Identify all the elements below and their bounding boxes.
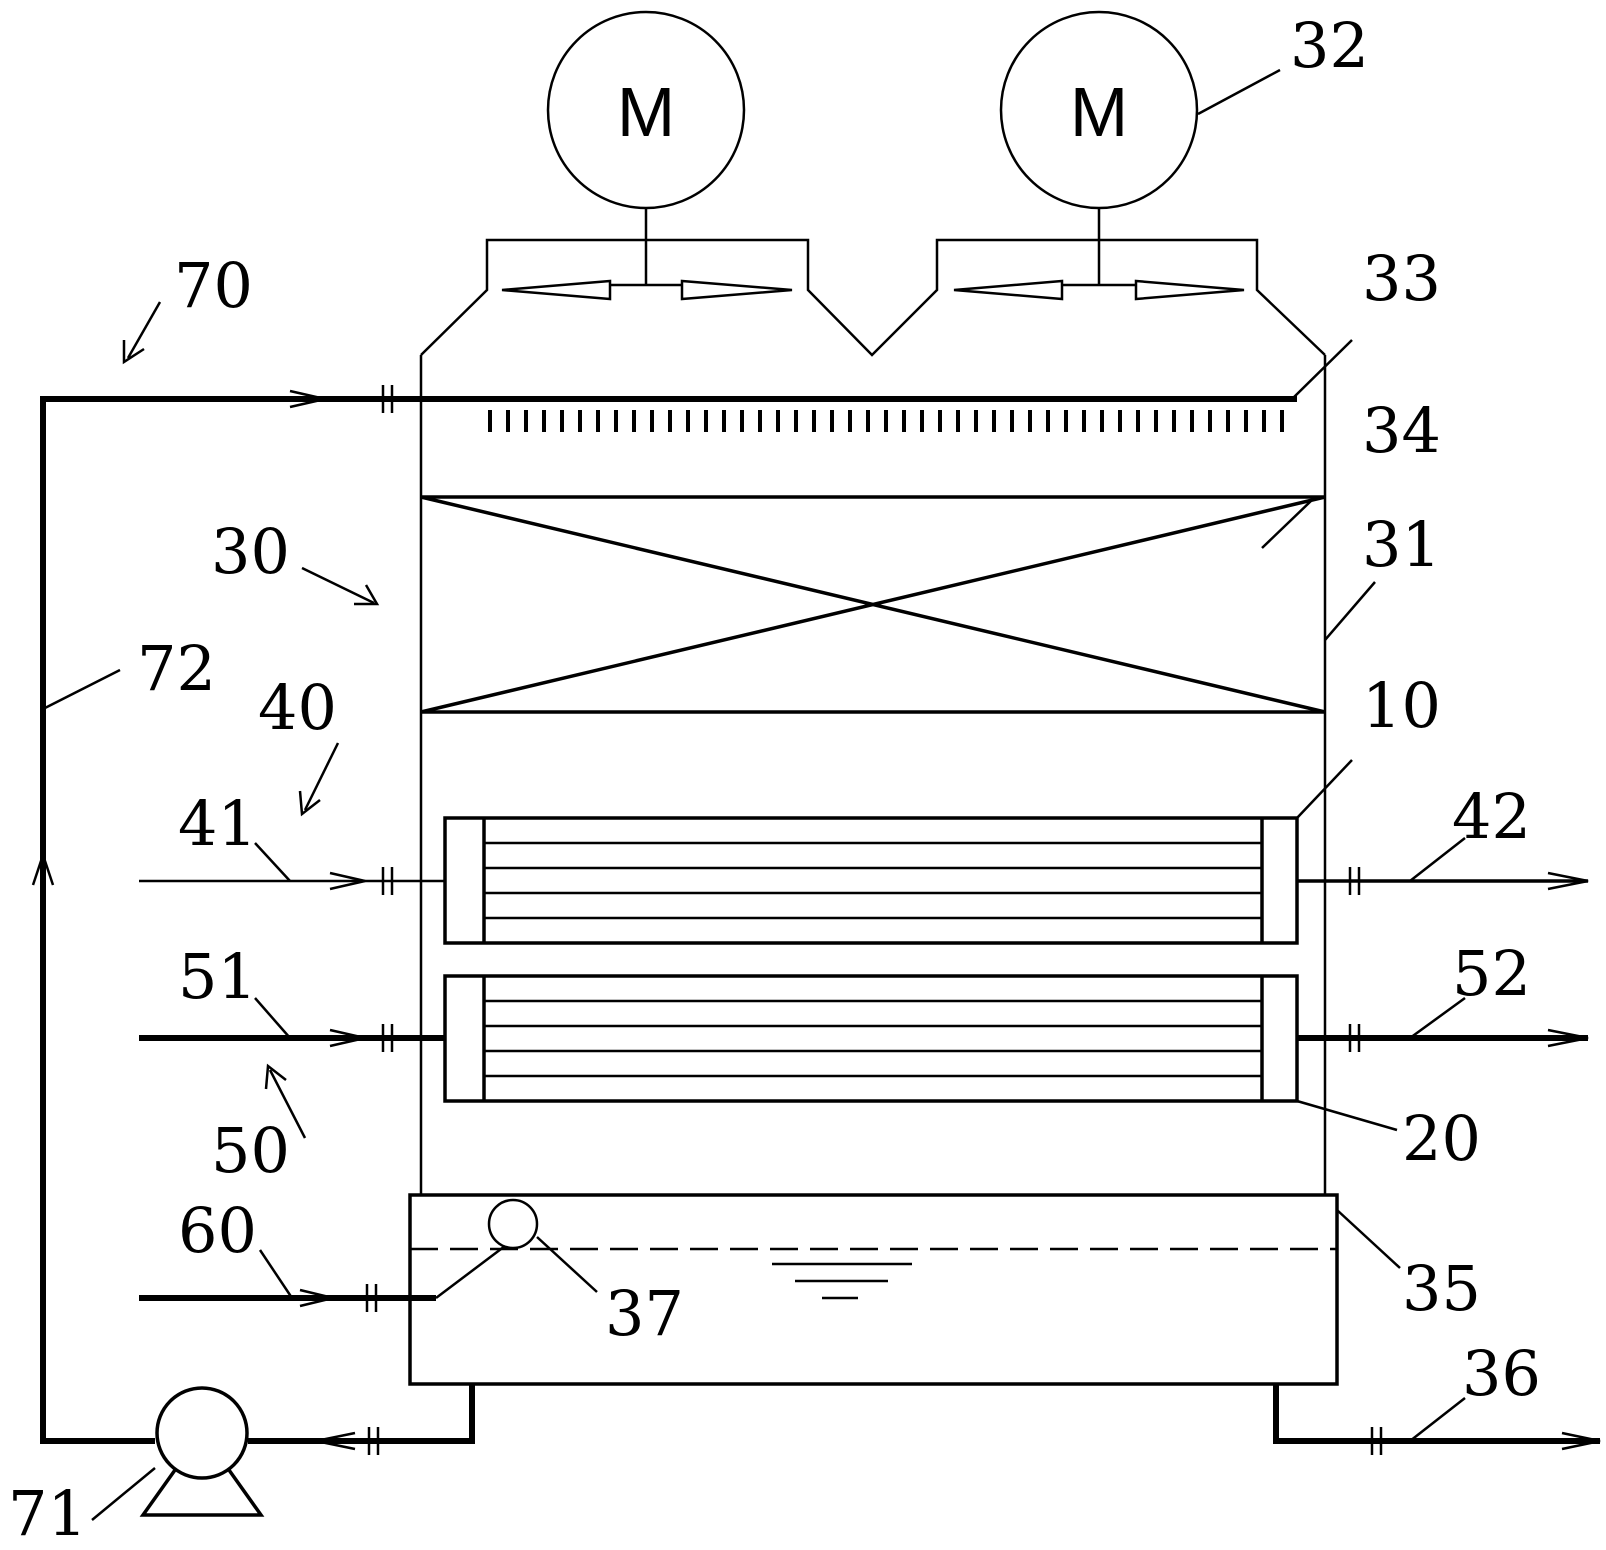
label-60: 60 [178,1194,257,1267]
label-42: 42 [1452,780,1531,853]
label-31: 31 [1362,508,1441,581]
label-71: 71 [8,1477,87,1550]
pipe-41 [139,867,445,895]
label-35: 35 [1402,1252,1481,1325]
float-valve [435,1198,539,1299]
pipe-60 [139,1284,436,1312]
pipe-52 [1297,1024,1589,1052]
label-33: 33 [1362,242,1441,315]
label-20: 20 [1402,1102,1481,1175]
label-37: 37 [605,1277,684,1350]
label-50: 50 [211,1114,290,1187]
svg-text:M: M [1070,73,1128,151]
heat-exchanger-20 [443,974,1299,1103]
labels: 32 33 34 31 10 42 52 20 35 36 37 70 30 7… [8,9,1541,1550]
label-52: 52 [1452,937,1531,1010]
heat-exchanger-10 [443,816,1299,945]
pipe-51 [139,1024,445,1052]
water-basin [408,1193,1339,1386]
label-41: 41 [178,787,257,860]
label-36: 36 [1462,1337,1541,1410]
label-10: 10 [1362,669,1441,742]
fan-blades-left [501,279,793,301]
label-72: 72 [137,632,216,705]
label-51: 51 [178,940,257,1013]
motor-left: M [546,10,746,287]
motor-right: M [999,10,1199,287]
tower-shell [419,238,1327,1195]
label-32: 32 [1290,9,1369,82]
pump [139,1386,265,1517]
label-70: 70 [174,249,253,322]
pipe-36 [1273,1384,1601,1455]
pipe-return-72 [31,385,475,1455]
fan-blades-right [953,279,1245,301]
fill-packing [420,495,1326,714]
label-34: 34 [1362,394,1441,467]
label-30: 30 [211,515,290,588]
svg-text:M: M [617,73,675,151]
pipe-42 [1297,867,1589,895]
label-40: 40 [258,671,337,744]
spray-nozzles [488,410,1284,432]
leader-lines [42,68,1466,1521]
